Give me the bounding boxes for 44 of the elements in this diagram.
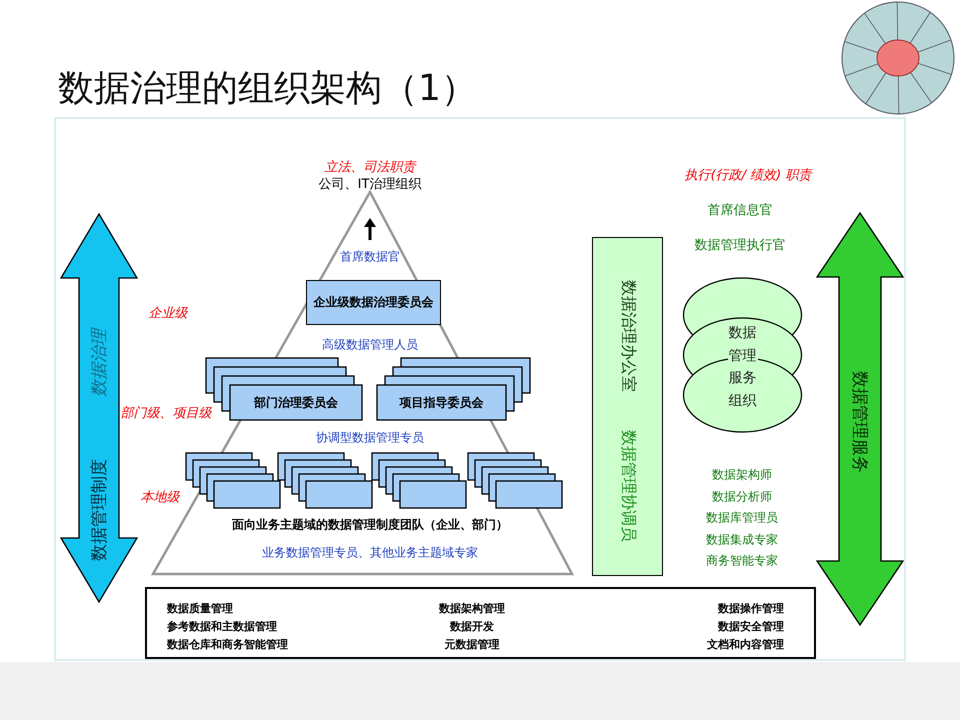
- slide-title: 数据治理的组织架构（1）: [58, 67, 477, 111]
- committee-box: 企业级数据治理委员会: [306, 280, 441, 325]
- role-label: 数据架构师: [712, 466, 772, 484]
- level-label: 本地级: [140, 489, 180, 506]
- level-label: 企业级: [148, 305, 188, 322]
- box-stack: [371, 452, 467, 509]
- vertical-label: 数据管理协调员: [618, 430, 638, 542]
- committee-label: 项目指导委员会: [400, 394, 484, 411]
- level-label: 部门级、项目级: [120, 405, 212, 422]
- function-item: 文档和内容管理: [707, 637, 784, 652]
- role-label: 数据分析师: [712, 488, 772, 506]
- role-label: 面向业务主题域的数据管理制度团队（企业、部门）: [232, 516, 508, 534]
- role-label: 首席数据官: [340, 248, 400, 266]
- role-label: 数据管理执行官: [694, 237, 786, 254]
- function-item: 数据开发: [450, 619, 494, 634]
- function-item: 数据操作管理: [718, 601, 784, 616]
- committee-stack: [376, 357, 531, 421]
- function-item: 数据架构管理: [439, 601, 505, 616]
- role-label: 商务智能专家: [706, 552, 778, 570]
- function-item: 数据仓库和商务智能管理: [167, 637, 288, 652]
- role-label: 协调型数据管理专员: [316, 430, 424, 446]
- role-label: 数据库管理员: [706, 510, 778, 526]
- function-item: 元数据管理: [444, 637, 500, 652]
- vertical-label: 数据管理制度: [88, 459, 110, 561]
- function-item: 数据安全管理: [718, 619, 784, 634]
- organization-heading: 公司、IT治理组织: [318, 176, 422, 193]
- function-item: 参考数据和主数据管理: [167, 619, 277, 634]
- committee-label: 部门治理委员会: [254, 394, 338, 411]
- box-stack: [277, 452, 373, 509]
- double-arrow: [816, 212, 904, 626]
- function-item: 数据质量管理: [167, 601, 233, 616]
- role-label: 首席信息官: [708, 202, 772, 219]
- role-label: 业务数据管理专员、其他业务主题域专家: [262, 544, 478, 562]
- responsibility-heading: 执行(行政/ 绩效) 职责: [684, 167, 812, 184]
- box-stack: [185, 452, 281, 509]
- vertical-label: 数据治理办公室: [618, 280, 638, 392]
- vertical-label: 数据管理服务: [848, 371, 870, 473]
- role-label: 高级数据管理人员: [322, 336, 418, 354]
- box-stack: [467, 452, 563, 509]
- vertical-label: 数据治理: [88, 329, 110, 397]
- role-label: 数据集成专家: [706, 532, 778, 548]
- office-panel: [592, 237, 663, 576]
- function-list-box: [145, 587, 816, 659]
- responsibility-heading: 立法、司法职责: [324, 159, 416, 176]
